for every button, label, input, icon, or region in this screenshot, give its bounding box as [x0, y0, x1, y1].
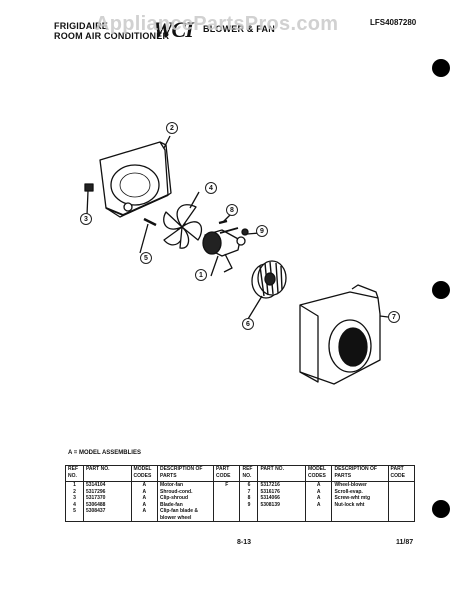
fan-motor — [202, 227, 246, 273]
fan-blade-clip — [143, 217, 157, 227]
callout-5: 5 — [140, 252, 152, 264]
table-header-row: REF NO. PART NO. MODEL CODES DESCRIPTION… — [65, 465, 415, 482]
right-model-codes: A A A A — [305, 481, 333, 522]
col-ref-no: REF NO. — [65, 465, 84, 482]
col-model-codes: MODEL CODES — [130, 465, 158, 482]
parts-table: REF NO. PART NO. MODEL CODES DESCRIPTION… — [65, 465, 415, 522]
callout-6: 6 — [242, 318, 254, 330]
callout-7: 7 — [388, 311, 400, 323]
callout-9: 9 — [256, 225, 268, 237]
model-legend: A = MODEL ASSEMBLIES — [68, 450, 141, 456]
evaporator-scroll — [299, 284, 381, 385]
callout-3: 3 — [80, 213, 92, 225]
page-number: 8-13 — [237, 539, 252, 546]
col-part-no: PART NO. — [82, 465, 132, 482]
left-part-codes: F — [213, 481, 241, 522]
right-part-numbers: 5317216 5316176 5314066 5308139 — [257, 481, 307, 522]
left-descriptions: Motor-fan Shroud-cond. Clip-shroud Blade… — [156, 481, 215, 522]
callout-4: 4 — [205, 182, 217, 194]
right-descriptions: Wheel-blower Scroll-evap. Screw-wht mtg … — [331, 481, 389, 522]
blower-wheel — [251, 260, 287, 299]
col-part-code-2: PART CODE — [387, 465, 415, 482]
right-part-codes — [387, 481, 415, 522]
condenser-shroud — [99, 141, 172, 218]
table-row: 1 2 3 4 5 5314104 5317296 5317370 530648… — [65, 481, 415, 522]
wci-logo: WCI — [153, 17, 194, 42]
callout-8: 8 — [226, 204, 238, 216]
callout-2: 2 — [166, 122, 178, 134]
exploded-parts-diagram — [84, 135, 389, 385]
brand-line-2: ROOM AIR CONDITIONER — [54, 31, 170, 41]
binder-hole-middle — [432, 281, 450, 299]
revision-date: 11/87 — [396, 539, 414, 546]
left-ref-numbers: 1 2 3 4 5 — [65, 481, 84, 522]
model-number: LFS4087280 — [370, 18, 417, 27]
col-part-no-2: PART NO. — [257, 465, 307, 482]
binder-hole-bottom — [432, 500, 450, 518]
col-part-code: PART CODE — [213, 465, 241, 482]
left-model-codes: A A A A A — [130, 481, 158, 522]
brand-line-1: FRIGIDAIRE — [54, 21, 109, 31]
lock-nut — [241, 228, 249, 236]
callout-1: 1 — [195, 269, 207, 281]
left-part-numbers: 5314104 5317296 5317370 5306488 5308437 — [82, 481, 132, 522]
section-title: BLOWER & FAN — [203, 24, 275, 34]
col-description: DESCRIPTION OF PARTS — [156, 465, 215, 482]
binder-hole-top — [432, 59, 450, 77]
fan-blade — [163, 204, 203, 249]
right-ref-numbers: 6 7 8 9 — [239, 481, 259, 522]
col-model-codes-2: MODEL CODES — [305, 465, 333, 482]
watermark: AppliancePartsPros.com — [95, 13, 339, 35]
shroud-clip — [84, 183, 94, 192]
col-ref-no-2: REF NO. — [239, 465, 259, 482]
col-description-2: DESCRIPTION OF PARTS — [331, 465, 389, 482]
